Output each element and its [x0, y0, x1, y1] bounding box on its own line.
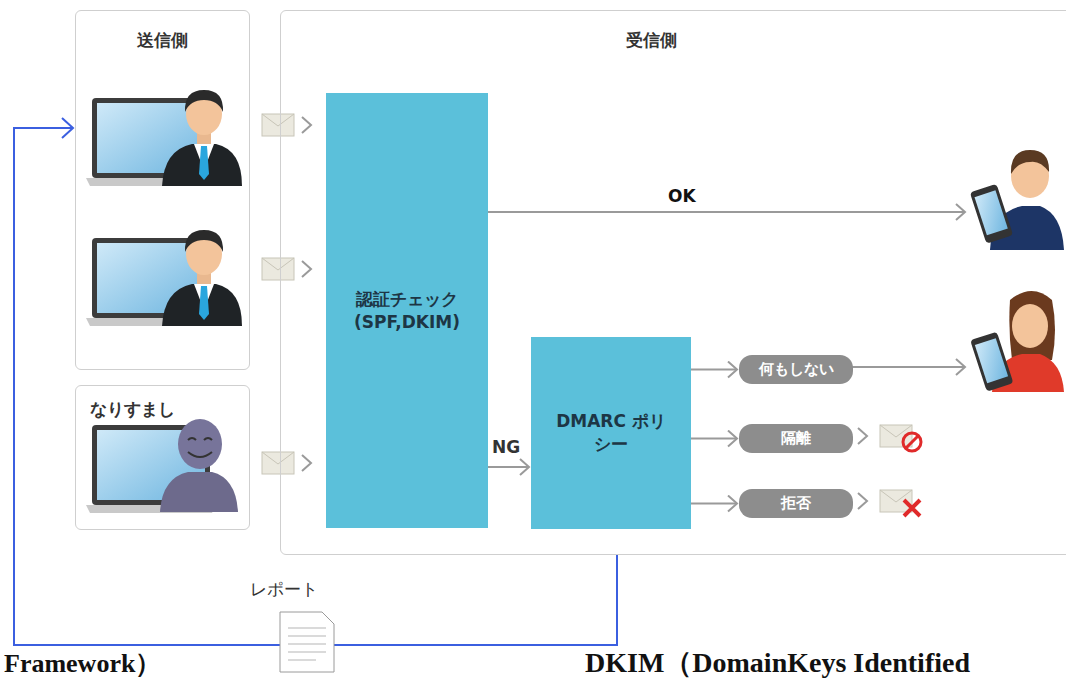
dmarc-policy-box: DMARC ポリシー [531, 337, 691, 529]
flow-arrow [488, 466, 529, 468]
box-label: 認証チェック (SPF,DKIM) [337, 288, 477, 334]
cut-heading: Framework） [4, 646, 161, 681]
action-label: 隔離 [781, 429, 811, 448]
panel-title: なりすまし [90, 398, 175, 421]
action-pill: 何もしない [739, 355, 853, 384]
panel-title: 受信側 [626, 29, 677, 52]
action-label: 拒否 [781, 494, 811, 513]
ok-label: OK [668, 186, 696, 206]
auth-check-box: 認証チェック (SPF,DKIM) [326, 93, 488, 528]
flow-arrow [691, 438, 737, 440]
sender-panel: 送信側 [75, 10, 250, 370]
report-connector [14, 128, 617, 645]
cut-heading: DKIM（DomainKeys Identified [585, 644, 970, 682]
panel-title: 送信側 [76, 29, 249, 52]
box-label: DMARC ポリシー [556, 410, 666, 456]
flow-arrow [691, 369, 737, 371]
edge-label: NG [492, 437, 520, 457]
receiver-panel: 受信側認証チェック (SPF,DKIM) DMARC ポリシー 何もしない隔離拒否 [280, 10, 1066, 555]
flow-arrow [691, 503, 737, 505]
report-label: レポート [250, 578, 318, 601]
action-pill: 拒否 [739, 489, 853, 518]
action-pill: 隔離 [739, 424, 853, 453]
action-label: 何もしない [759, 360, 834, 379]
spoofer-panel: なりすまし [75, 385, 250, 530]
